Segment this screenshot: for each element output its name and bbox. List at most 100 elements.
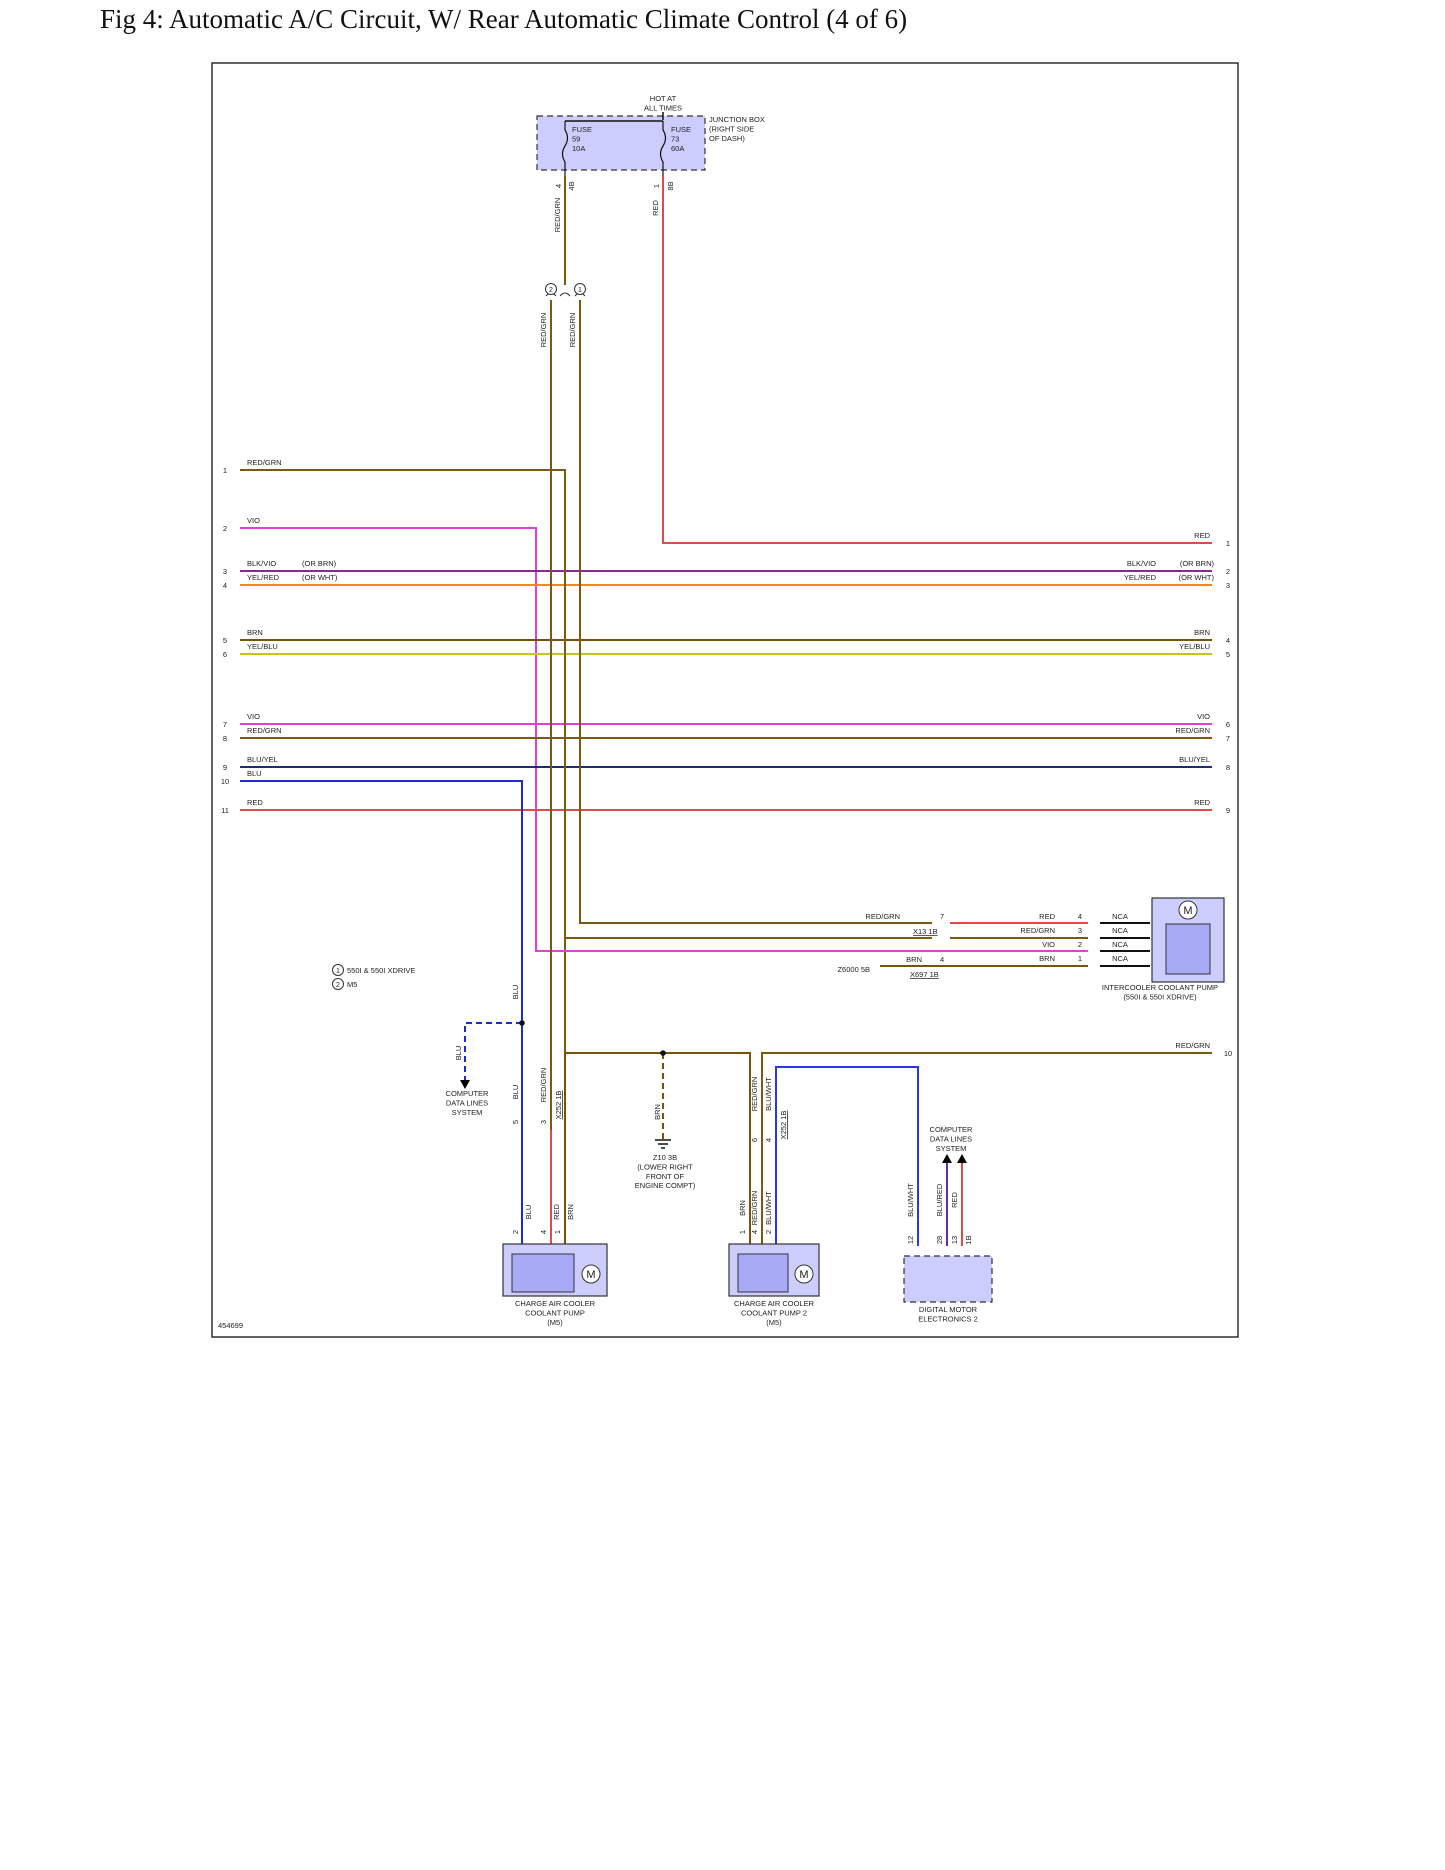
right-bus-label: BLU/YEL (1179, 755, 1210, 764)
dme-pin: 13 (950, 1236, 959, 1244)
junction-dot-brn (660, 1050, 666, 1056)
left-bus-label: RED/GRN (247, 458, 282, 467)
intercooler-pin-number: 3 (1078, 926, 1082, 935)
intercooler-pin-number: 4 (1078, 912, 1082, 921)
legend-marker-num: 1 (336, 968, 340, 975)
intercooler-nca: NCA (1112, 940, 1128, 949)
pump2-motor-icon-letter: M (799, 1269, 808, 1281)
legend-text: M5 (347, 980, 357, 989)
right-bus-note: (OR BRN) (1180, 559, 1215, 568)
pump2-redgrn-label: RED/GRN (750, 1077, 759, 1112)
right-bus-label: VIO (1197, 712, 1210, 721)
intercooler-ground-connector: X697 1B (910, 970, 939, 979)
fuse73-connector: 8B (666, 181, 675, 190)
pump1-redgrn-label: RED/GRN (539, 1068, 548, 1103)
right-bus-number: 9 (1226, 806, 1230, 815)
wire-vio-intercooler (240, 527, 1088, 952)
pump2-pin: 1 (738, 1230, 747, 1234)
arrow-data-right-a (942, 1154, 952, 1163)
diagram-frame (211, 62, 1239, 1338)
arrow-data-right-b (957, 1154, 967, 1163)
wire-blu-data-branch (464, 1022, 522, 1080)
intercooler-in-connector: X13 1B (913, 927, 938, 936)
page-title: Fig 4: Automatic A/C Circuit, W/ Rear Au… (100, 4, 908, 34)
intercooler-label: INTERCOOLER COOLANT PUMP(550I & 550I XDR… (1102, 983, 1218, 1001)
pump1-blu-label-upper: BLU (511, 985, 520, 1000)
variant-marker-2 (545, 283, 557, 295)
variant-marker-2-num: 2 (549, 287, 553, 294)
left-bus-label: BRN (247, 628, 263, 637)
intercooler-in-pin: 7 (940, 912, 944, 921)
legend-marker (332, 978, 344, 990)
components (502, 112, 1225, 1303)
dme-pin-wire: RED (950, 1192, 959, 1208)
pump1-connector: X252 1B (554, 1091, 563, 1120)
wires (240, 176, 1212, 1246)
left-bus-number: 7 (223, 720, 227, 729)
right-bus-label: YEL/RED (1124, 573, 1157, 582)
pump1-motor-icon-letter: M (586, 1269, 595, 1281)
left-bus-number: 10 (221, 777, 229, 786)
right-bus-label: BLK/VIO (1127, 559, 1156, 568)
left-bus-number: 3 (223, 567, 227, 576)
left-bus-note: (OR WHT) (302, 573, 338, 582)
intercooler-motor-icon-letter: M (1183, 905, 1192, 917)
left-bus-number: 4 (223, 581, 227, 590)
pump2-connector: X252 1B (779, 1111, 788, 1140)
pump2-pin-wire: RED/GRN (750, 1191, 759, 1226)
fuse73-wire-label: RED (651, 200, 660, 216)
pump2-body (737, 1253, 789, 1293)
right-bus-number: 3 (1226, 581, 1230, 590)
wire-blu-pump1 (240, 780, 523, 1246)
ground-symbol (655, 1139, 671, 1149)
pump1-pin3: 3 (539, 1120, 548, 1124)
wire-red-fuse73 (662, 176, 1212, 544)
legend-marker (332, 964, 344, 976)
wire-brn-pump1 (564, 1052, 663, 1246)
right-bus-label: YEL/BLU (1179, 642, 1210, 651)
intercooler-nca: NCA (1112, 912, 1128, 921)
dme-pin-wire: BLU/RED (935, 1183, 944, 1216)
pump1-pin-wire: BLU (524, 1205, 533, 1220)
fuse59-pin: 4 (554, 184, 563, 188)
intercooler-motor-icon (1178, 900, 1198, 920)
variant-wire-label-1: RED/GRN (539, 313, 548, 348)
left-bus-label: BLU (247, 769, 262, 778)
wire-redgrn-intercooler (579, 300, 932, 924)
left-bus-label: VIO (247, 516, 260, 525)
fuse59-connector: 4B (567, 181, 576, 190)
right-bus-number: 2 (1226, 567, 1230, 576)
left-bus-number: 9 (223, 763, 227, 772)
right-bus-label: RED/GRN (1175, 726, 1210, 735)
left-bus-label: BLK/VIO (247, 559, 276, 568)
pump1-pin: 4 (539, 1230, 548, 1234)
arrow-data-left (460, 1080, 470, 1089)
intercooler-pin-wire: BRN (1039, 954, 1055, 963)
pump1-pin: 2 (511, 1230, 520, 1234)
intercooler-nca: NCA (1112, 954, 1128, 963)
intercooler-ground-wire: BRN (906, 955, 922, 964)
left-bus-label: RED (247, 798, 263, 807)
pump1-blu-dash-label: BLU (454, 1046, 463, 1061)
right-bus-number: 5 (1226, 650, 1230, 659)
left-bus-label: YEL/BLU (247, 642, 278, 651)
diagram-id: 454699 (218, 1321, 243, 1330)
wire-redgrn-main (240, 469, 566, 1246)
left-bus-label: RED/GRN (247, 726, 282, 735)
left-bus-number: 1 (223, 466, 227, 475)
pump2-bluwht-label: BLU/WHT (764, 1077, 773, 1111)
pump1-pin5: 5 (511, 1120, 520, 1124)
pump2-pin4: 4 (764, 1138, 773, 1142)
pump1-pin-wire: BRN (566, 1204, 575, 1220)
fuse-73-symbol (659, 121, 667, 176)
intercooler-pin-number: 2 (1078, 940, 1082, 949)
